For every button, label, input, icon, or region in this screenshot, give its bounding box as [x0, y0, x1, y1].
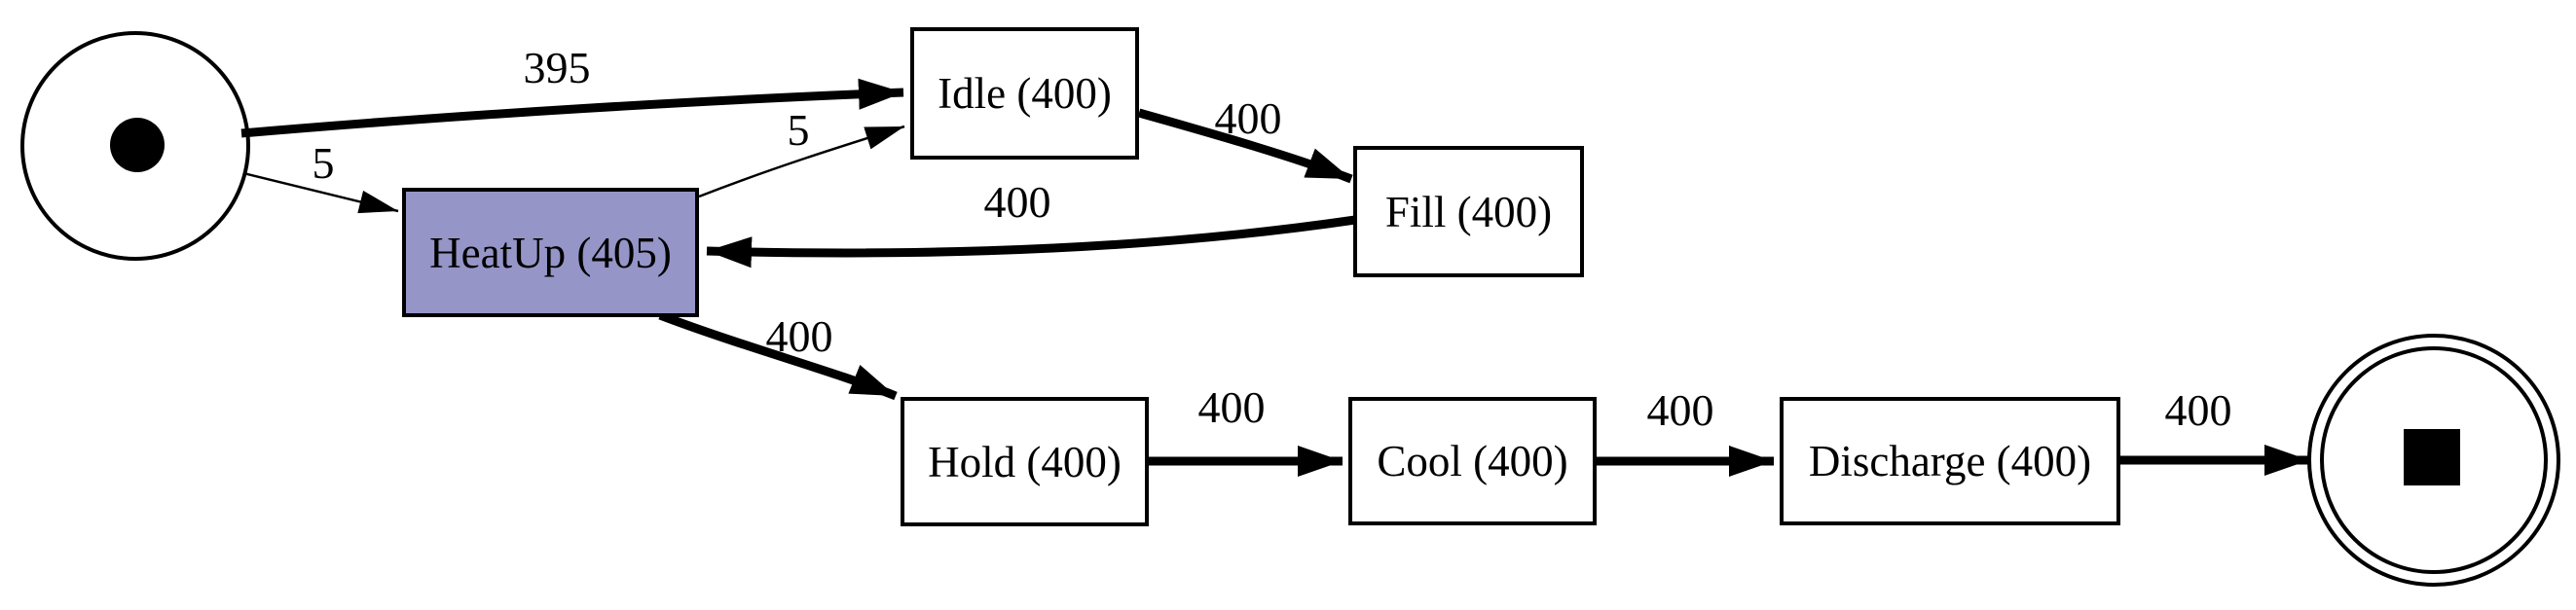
start-node: [20, 31, 250, 261]
edge-start-heatup: [242, 171, 399, 214]
edge-label-discharge-end: 400: [2164, 385, 2232, 435]
node-cool: Cool (400): [1348, 397, 1597, 525]
node-discharge-label: Discharge (400): [1808, 437, 2092, 485]
edge-fill-heatup: [706, 215, 1356, 269]
node-heatup: HeatUp (405): [402, 188, 699, 317]
edge-heatup-idle: [698, 125, 905, 198]
edge-heatup-hold: [658, 310, 898, 401]
node-idle: Idle (400): [910, 27, 1139, 160]
node-hold-label: Hold (400): [928, 437, 1122, 486]
edge-start-idle: [240, 78, 904, 138]
end-node-square-icon: [2404, 429, 2460, 485]
edge-label-heatup-idle: 5: [787, 105, 810, 155]
edge-idle-fill: [1137, 108, 1353, 184]
node-fill-label: Fill (400): [1384, 187, 1553, 236]
node-discharge: Discharge (400): [1780, 397, 2120, 525]
edge-label-cool-discharge: 400: [1646, 385, 1714, 435]
node-fill: Fill (400): [1353, 146, 1584, 277]
edge-label-start-heatup: 5: [312, 138, 335, 188]
edge-label-start-idle: 395: [523, 43, 591, 92]
node-heatup-label: HeatUp (405): [429, 228, 672, 277]
edge-label-idle-fill: 400: [1214, 93, 1282, 143]
edge-label-fill-heatup: 400: [983, 177, 1051, 227]
edge-label-heatup-hold: 400: [765, 311, 833, 361]
edge-label-hold-cool: 400: [1197, 382, 1266, 432]
node-idle-label: Idle (400): [938, 69, 1112, 118]
end-node: [2307, 334, 2560, 587]
start-node-dot-icon: [110, 118, 165, 172]
node-hold: Hold (400): [901, 397, 1149, 526]
node-cool-label: Cool (400): [1377, 437, 1568, 485]
